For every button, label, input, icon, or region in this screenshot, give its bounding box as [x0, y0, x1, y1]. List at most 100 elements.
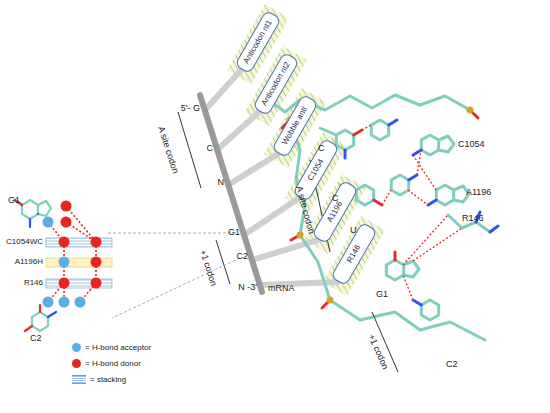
mrna-base: C [207, 144, 214, 153]
svg-line [344, 150, 347, 158]
svg-circle [467, 107, 474, 114]
codon-label: A site codon [156, 125, 180, 174]
leader-line [108, 233, 240, 318]
legend-text: = stacking [90, 376, 126, 384]
codon-label: +1 codon [198, 249, 218, 287]
mrna-base: N -3' [238, 283, 257, 292]
svg-line [394, 252, 397, 260]
svg-line [252, 240, 318, 260]
mrna-base: 5'- G [181, 104, 200, 113]
svg-circle [327, 297, 334, 304]
svg-polyline [439, 136, 454, 152]
mrna-base: C2 [236, 252, 248, 261]
svg-circle [43, 217, 54, 228]
base-label: C2 [30, 334, 42, 343]
svg-circle [59, 297, 70, 308]
svg-line [382, 190, 391, 205]
strand-label: mRNA [268, 284, 295, 293]
svg-circle [61, 217, 72, 228]
mrna-base: N [218, 178, 225, 187]
svg-polygon [356, 185, 373, 205]
svg-line [178, 112, 201, 188]
residue-label: C1054 [458, 140, 485, 149]
legend-swatch [72, 343, 81, 352]
svg-circle [43, 297, 54, 308]
base-label: C2 [446, 360, 458, 369]
svg-polygon [386, 260, 403, 280]
svg-line [490, 226, 498, 232]
svg-line [403, 275, 413, 300]
svg-polygon [421, 135, 438, 155]
svg-line [409, 175, 417, 180]
stacking-row [46, 238, 112, 288]
svg-line [244, 198, 299, 235]
svg-line [228, 154, 278, 185]
svg-line [389, 120, 397, 125]
svg-rect [46, 279, 112, 288]
svg-polyline [448, 215, 490, 232]
svg-line [216, 240, 230, 284]
svg-line [205, 70, 241, 110]
legend-entry: = stacking [72, 375, 126, 384]
svg-line [362, 125, 371, 130]
svg-line [320, 128, 336, 135]
legend-swatch [72, 375, 86, 384]
h-bond-line [48, 206, 96, 302]
legend-entry: = H-bond acceptor [72, 343, 151, 352]
codon-label: +1 codon [366, 333, 389, 371]
svg-line [413, 228, 462, 261]
base-label: C [318, 144, 325, 153]
svg-rect [46, 238, 112, 247]
residue-label: C1054WC [6, 238, 43, 246]
svg-polygon [436, 185, 453, 205]
svg-polygon [32, 312, 48, 331]
svg-circle [59, 237, 70, 248]
legend-swatch [72, 359, 81, 368]
base-label: G1 [8, 196, 20, 205]
legend-entry: = H-bond donor [72, 359, 141, 368]
svg-line [112, 258, 240, 318]
svg-line [217, 112, 259, 150]
svg-line [39, 305, 41, 312]
legend-text: = H-bond donor [85, 360, 141, 368]
svg-polygon [22, 200, 38, 219]
svg-line [428, 200, 436, 205]
svg-line [108, 233, 236, 234]
svg-line [413, 300, 421, 305]
svg-polygon [391, 175, 408, 195]
codon-bracket [310, 160, 398, 372]
svg-circle [91, 278, 102, 289]
svg-rect [46, 258, 112, 267]
svg-polygon [336, 130, 353, 150]
svg-line [413, 155, 436, 190]
residue-label: R146 [24, 279, 43, 287]
svg-polygon [371, 120, 388, 140]
residue-label: A1196H [15, 258, 43, 266]
residue-label: A1196 [466, 188, 491, 197]
svg-polygon [421, 300, 438, 320]
svg-polyline [38, 201, 51, 216]
c2-base [25, 305, 56, 331]
svg-circle [59, 257, 70, 268]
svg-line [408, 190, 428, 205]
residue-label: R146 [462, 214, 484, 223]
base-label: C [332, 194, 339, 203]
mrna-base: G1 [228, 228, 240, 237]
residue-label: R146 [346, 244, 362, 265]
svg-circle [297, 232, 304, 239]
svg-circle [75, 297, 86, 308]
svg-circle [91, 237, 102, 248]
svg-line [29, 219, 31, 227]
svg-polyline [290, 120, 485, 340]
svg-circle [61, 201, 72, 212]
svg-circle [91, 257, 102, 268]
phosphate-atom [287, 107, 474, 304]
svg-line [25, 326, 32, 331]
base-label: U [350, 226, 357, 235]
svg-line [374, 200, 382, 205]
legend-text: = H-bond acceptor [85, 344, 151, 352]
h-bond-atom [43, 201, 102, 308]
svg-line [354, 130, 362, 135]
